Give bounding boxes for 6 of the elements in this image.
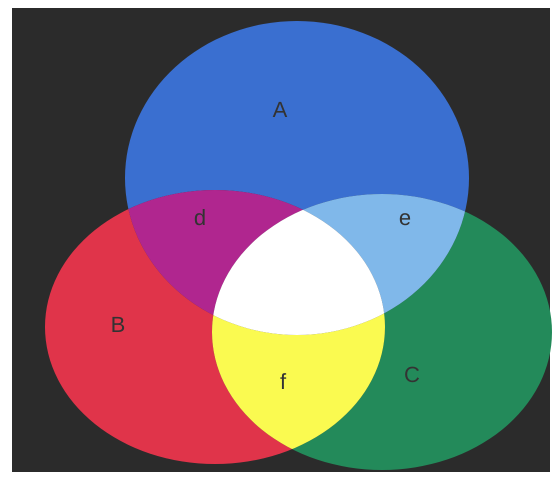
region-label: d <box>194 205 206 230</box>
region-label: e <box>398 205 412 230</box>
region-label: A <box>272 97 288 122</box>
region-label: C <box>404 362 420 387</box>
region-label: B <box>110 312 126 337</box>
region-label: f <box>280 369 286 394</box>
